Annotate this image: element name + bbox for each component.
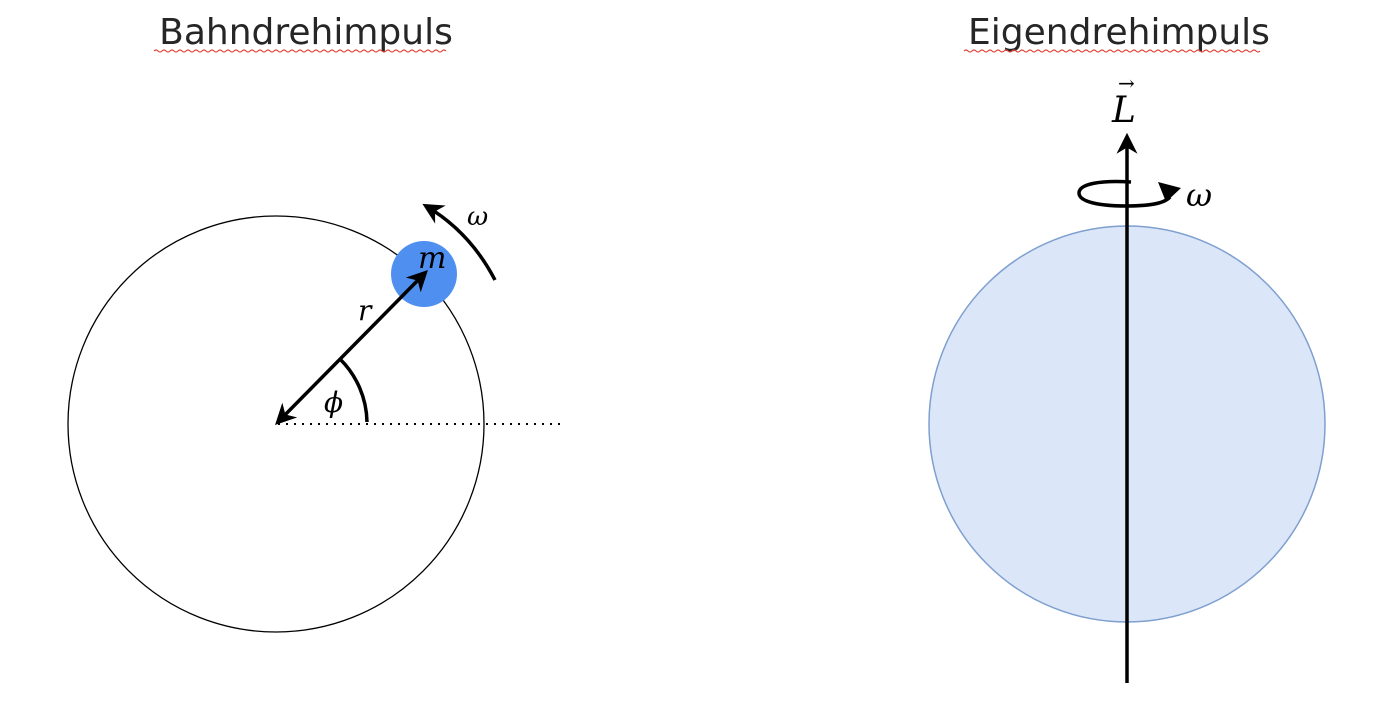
orbit-circle xyxy=(67,215,485,633)
spin-panel: Eigendrehimpuls L → ω xyxy=(928,12,1326,683)
angle-label: ϕ xyxy=(324,386,343,419)
omega-label: ω xyxy=(467,202,488,232)
radius-vector xyxy=(275,270,428,425)
spellcheck-underline xyxy=(963,49,1261,53)
vector-label: L xyxy=(1111,90,1136,131)
rotation-loop xyxy=(1077,179,1172,208)
rotation-loop-head xyxy=(1158,182,1181,202)
radius-label: r xyxy=(358,294,373,327)
angle-arc xyxy=(338,357,369,423)
spellcheck-underline xyxy=(153,49,447,53)
mass-label: m xyxy=(418,241,446,276)
spin-title: Eigendrehimpuls xyxy=(968,12,1270,53)
orbital-title: Bahndrehimpuls xyxy=(159,12,453,53)
vector-accent: → xyxy=(1118,71,1135,95)
orbital-panel: Bahndrehimpuls m r ϕ ω xyxy=(67,12,562,633)
omega-arc-arrow xyxy=(422,203,497,281)
spin-omega-label: ω xyxy=(1186,176,1212,214)
